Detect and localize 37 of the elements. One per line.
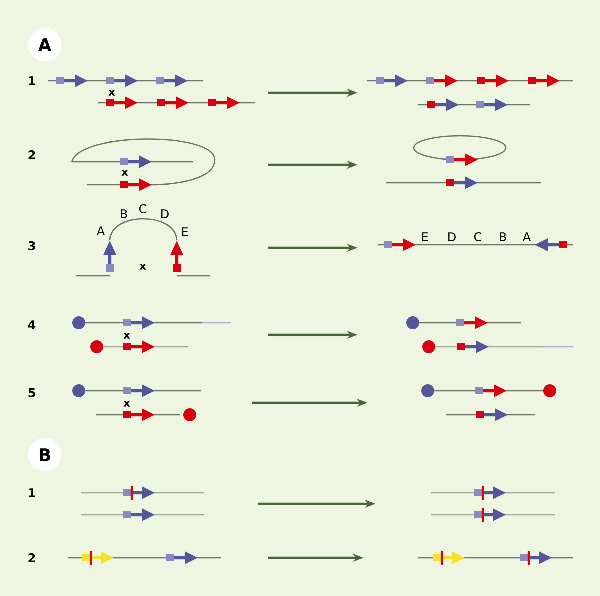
segment-letter: A (522, 232, 531, 242)
dna-strand-drawing (418, 551, 573, 565)
crossover-mark: x (122, 170, 128, 176)
row-number: 1 (29, 76, 36, 86)
dna-strand-drawing (386, 135, 541, 190)
dna-strand-drawing (406, 316, 573, 354)
dna-strand-drawing (431, 486, 555, 522)
dna-strand-drawing (422, 384, 556, 422)
crossover-mark: x (124, 333, 130, 339)
crossover-mark: x (140, 264, 146, 270)
dna-strand-drawing (68, 551, 221, 565)
row-number: 2 (28, 150, 36, 160)
dna-strand-drawing (48, 74, 255, 110)
segment-letter: D (448, 232, 456, 242)
dna-strand-drawing (76, 218, 210, 277)
segment-letter: B (500, 232, 506, 242)
segment-letter: E (182, 228, 188, 236)
dna-strand-drawing (367, 74, 573, 112)
section-badge: A (28, 28, 62, 62)
segment-letter: A (96, 226, 106, 236)
dna-strand-drawing (71, 138, 216, 192)
dna-strand-drawing (72, 384, 201, 422)
row-number: 3 (28, 241, 36, 251)
dna-strand-drawing (72, 316, 231, 354)
row-number: 2 (28, 554, 36, 562)
row-number: 4 (28, 320, 36, 330)
row-number: 1 (29, 488, 36, 498)
section-badge: B (28, 438, 62, 472)
segment-letter: D (162, 210, 169, 218)
segment-letter: C (139, 204, 147, 214)
dna-strand-drawing (81, 486, 204, 522)
segment-letter: C (474, 232, 482, 242)
row-number: 5 (28, 388, 36, 398)
segment-letter: B (121, 210, 128, 218)
crossover-mark: x (108, 90, 116, 96)
segment-letter: E (422, 232, 428, 242)
crossover-mark: x (124, 401, 130, 407)
